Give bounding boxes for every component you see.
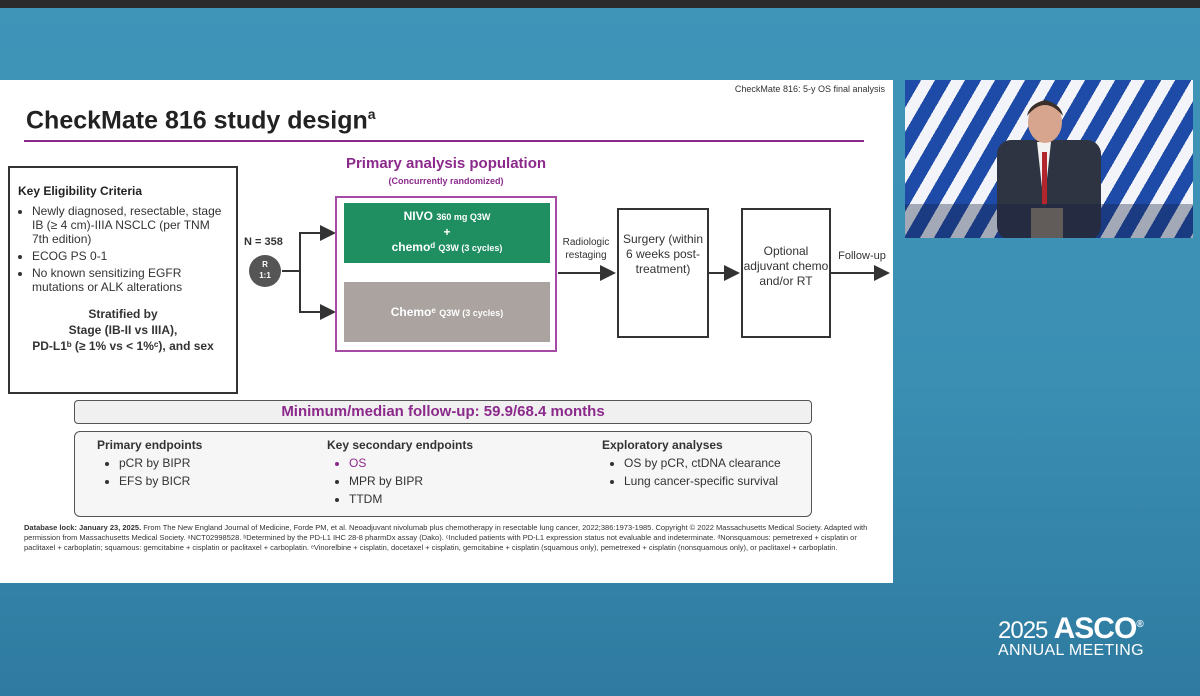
database-lock: Database lock: January 23, 2025. (24, 523, 142, 532)
chemo-cycles: Q3W (3 cycles) (439, 308, 504, 318)
nivo-arm-line-3: chemoᵈ Q3W (3 cycles) (344, 240, 550, 256)
eligibility-item: No known sensitizing EGFR mutations or A… (32, 266, 228, 294)
nivo-cycles: Q3W (3 cycles) (438, 243, 503, 253)
exploratory-analyses: Exploratory analyses OS by pCR, ctDNA cl… (602, 438, 781, 492)
surgery-box: Surgery (within 6 weeks post-treatment) (617, 208, 709, 338)
population-title: Primary analysis population (345, 155, 547, 172)
title-divider (24, 140, 864, 142)
nivo-arm: NIVO 360 mg Q3W + chemoᵈ Q3W (3 cycles) (344, 203, 550, 263)
speaker-figure (997, 100, 1101, 238)
endpoints-box: Primary endpoints pCR by BIPR EFS by BIC… (74, 431, 812, 517)
flow-arrows (282, 225, 890, 320)
exploratory-heading: Exploratory analyses (602, 438, 723, 452)
stratified-line-1: Stage (IB-II vs IIIA), (68, 323, 178, 337)
secondary-endpoints-heading: Key secondary endpoints (327, 438, 474, 452)
eligibility-item: ECOG PS 0-1 (32, 249, 228, 263)
chemo-d-label: chemoᵈ (391, 240, 435, 254)
randomization-circle: R 1:1 (249, 255, 281, 287)
asco-logo: 2025 ASCO® ANNUAL MEETING (998, 612, 1144, 660)
nivo-arm-line-1: NIVO 360 mg Q3W (344, 209, 550, 225)
eligibility-item: Newly diagnosed, resectable, stage IB (≥… (32, 204, 228, 246)
primary-endpoints: Primary endpoints pCR by BIPR EFS by BIC… (97, 438, 202, 492)
secondary-endpoints-list: OS MPR by BIPR TTDM (327, 456, 473, 507)
secondary-endpoint-item: MPR by BIPR (349, 474, 473, 489)
presentation-slide: CheckMate 816: 5-y OS final analysis Che… (0, 80, 893, 583)
asco-registered-mark: ® (1136, 619, 1143, 630)
nivo-plus: + (443, 225, 451, 239)
adjuvant-box: Optional adjuvant chemo and/or RT (741, 208, 831, 338)
speaker-video-feed (905, 80, 1193, 238)
asco-event: ANNUAL MEETING (998, 642, 1144, 659)
eligibility-list: Newly diagnosed, resectable, stage IB (≥… (18, 204, 228, 294)
video-lower-shade (905, 204, 1193, 238)
followup-bar: Minimum/median follow-up: 59.9/68.4 mont… (74, 400, 812, 424)
randomization-ratio: 1:1 (259, 271, 271, 280)
population-subtitle: (Concurrently randomized) (388, 176, 504, 186)
primary-endpoint-item: pCR by BIPR (119, 456, 202, 471)
primary-endpoints-list: pCR by BIPR EFS by BICR (97, 456, 202, 489)
restaging-label: Radiologic restaging (562, 237, 610, 261)
eligibility-heading: Key Eligibility Criteria (18, 184, 143, 198)
eligibility-criteria-box: Key Eligibility Criteria Newly diagnosed… (8, 166, 238, 394)
secondary-endpoints: Key secondary endpoints OS MPR by BIPR T… (327, 438, 473, 510)
asco-name: ASCO (1053, 612, 1138, 645)
nivo-label: NIVO (403, 209, 433, 223)
secondary-endpoint-item: OS (349, 456, 473, 471)
slide-title-text: CheckMate 816 study design (26, 106, 368, 135)
chemo-arm: Chemoᵉ Q3W (3 cycles) (344, 282, 550, 342)
asco-year: 2025 (998, 617, 1048, 644)
slide-header-note: CheckMate 816: 5-y OS final analysis (734, 84, 885, 94)
footnote-text: From The New England Journal of Medicine… (24, 523, 868, 552)
chemo-label: Chemoᵉ (390, 305, 436, 319)
followup-label: Follow-up (838, 250, 886, 262)
stratified-heading: Stratified by (88, 307, 158, 321)
stratification: Stratified by Stage (IB-II vs IIIA), PD-… (18, 306, 228, 354)
sample-size-label: N = 358 (244, 236, 283, 248)
secondary-endpoint-item: TTDM (349, 492, 473, 507)
slide-title: CheckMate 816 study designa (26, 106, 376, 135)
exploratory-list: OS by pCR, ctDNA clearance Lung cancer-s… (602, 456, 781, 489)
stratified-line-2: PD-L1ᵇ (≥ 1% vs < 1%ᶜ), and sex (32, 339, 214, 353)
footnotes: Database lock: January 23, 2025. From Th… (24, 523, 874, 553)
primary-endpoint-item: EFS by BICR (119, 474, 202, 489)
nivo-dose: 360 mg Q3W (436, 212, 491, 222)
exploratory-item: Lung cancer-specific survival (624, 474, 781, 489)
asco-logo-main: 2025 ASCO® (998, 612, 1144, 646)
randomization-r: R (262, 260, 268, 269)
primary-endpoints-heading: Primary endpoints (97, 438, 203, 452)
slide-title-superscript: a (367, 106, 376, 122)
exploratory-item: OS by pCR, ctDNA clearance (624, 456, 781, 471)
top-bar (0, 0, 1200, 8)
population-box (335, 196, 557, 352)
